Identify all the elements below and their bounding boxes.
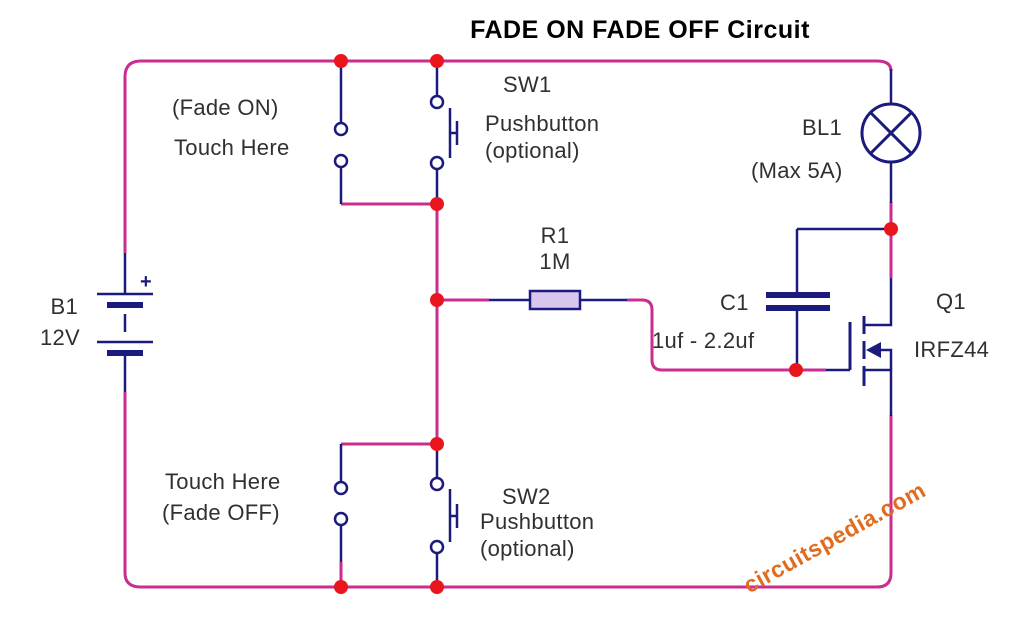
junction-dot — [430, 197, 444, 211]
sw2-note-label: (optional) — [480, 536, 575, 561]
sw2-ref-label: SW2 — [502, 484, 551, 509]
bl1-ref-label: BL1 — [802, 115, 843, 140]
touch-on-label-line2: Touch Here — [174, 135, 290, 160]
pushbutton-sw1 — [429, 61, 459, 204]
wire-outer-loop — [123, 59, 893, 589]
wire-r1-to-gate — [437, 298, 826, 372]
junction-dot — [334, 580, 348, 594]
junction-dot — [430, 580, 444, 594]
battery-ref-label: B1 — [50, 294, 78, 319]
q1-ref-label: Q1 — [936, 289, 966, 314]
junction-dot — [430, 437, 444, 451]
battery-symbol: + — [97, 253, 153, 392]
r1-ref-label: R1 — [540, 223, 570, 248]
mosfet-symbol — [826, 278, 893, 416]
sw2-type-label: Pushbutton — [480, 509, 595, 534]
page-title: FADE ON FADE OFF Circuit — [470, 16, 810, 44]
sw1-ref-label: SW1 — [503, 72, 552, 97]
touch-off-label-line1: Touch Here — [165, 469, 281, 494]
bl1-value-label: (Max 5A) — [751, 158, 843, 183]
junction-dot — [334, 54, 348, 68]
battery-plus-sign: + — [140, 271, 152, 293]
c1-value-label: 1uf - 2.2uf — [652, 328, 755, 353]
junction-dots — [334, 54, 898, 594]
touch-on-label-line1: (Fade ON) — [172, 95, 279, 120]
lamp-symbol — [860, 69, 922, 203]
touch-off-label-line2: (Fade OFF) — [162, 500, 280, 525]
sw1-type-label: Pushbutton — [485, 111, 600, 136]
capacitor-symbol — [766, 227, 891, 370]
battery-value-label: 12V — [39, 325, 80, 350]
c1-ref-label: C1 — [720, 290, 749, 315]
pushbutton-sw2 — [429, 444, 459, 588]
wire-mid-column — [339, 202, 439, 588]
junction-dot — [430, 54, 444, 68]
r1-value-label: 1M — [539, 249, 571, 274]
resistor-symbol — [489, 289, 627, 311]
junction-dot — [430, 293, 444, 307]
q1-value-label: IRFZ44 — [914, 337, 990, 362]
junction-dot — [884, 222, 898, 236]
touch-pad-off — [333, 444, 349, 562]
junction-dot — [789, 363, 803, 377]
sw1-note-label: (optional) — [485, 138, 580, 163]
touch-pad-on — [333, 61, 349, 204]
